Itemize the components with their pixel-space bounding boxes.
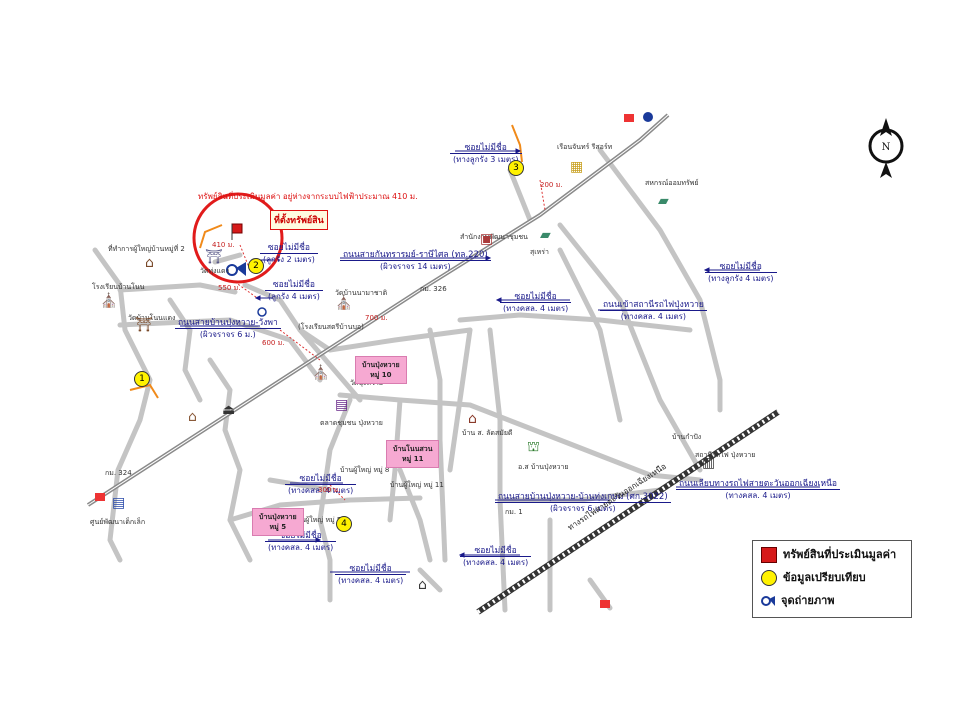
building-icon: ▰ <box>658 193 669 209</box>
property-flag-icon <box>231 223 243 234</box>
place-label: โรงเรียนบ้านโนน <box>92 283 145 291</box>
school-icon: ⛫ <box>527 439 540 455</box>
office-icon: ▣ <box>480 231 494 247</box>
distance-label: 200 ม. <box>540 181 563 189</box>
distance-label: 700 ม. <box>365 314 388 322</box>
road-label-6: ถนนสายบ้านปุ่งหวาย-วังพา(ผิวจราจร 6 ม.) <box>175 318 281 340</box>
road-label-5: ซอยไม่มีชื่อ(ทางลูกรัง 4 เมตร) <box>705 262 777 284</box>
road-label-2: ซอยไม่มีชื่อ(ลูกรัง 2 เมตร) <box>260 243 318 265</box>
legend-row: จุดถ่ายภาพ <box>761 593 835 609</box>
road-label-13: ซอยไม่มีชื่อ(ทางคสล. 4 เมตร) <box>460 546 532 568</box>
place-label: กม. 1 <box>505 508 523 516</box>
legend-row: ข้อมูลเปรียบเทียบ <box>761 570 866 586</box>
resort-icon: ▦ <box>570 159 584 175</box>
village-box: บ้านปุ่งหวายหมู่ 5 <box>252 508 304 536</box>
temple-icon: ⛩ <box>135 317 153 333</box>
road-label-9: ซอยไม่มีชื่อ(ทางคสล. 4 เมตร) <box>285 474 357 496</box>
village-box: บ้านปุ่งหวายหมู่ 10 <box>355 356 407 384</box>
market-icon: ▤ <box>335 397 349 413</box>
place-label: เรือนจันทร์ รีสอร์ท <box>557 143 613 151</box>
building-icon: ▰ <box>540 227 551 243</box>
road-label-7: ซอยไม่มีชื่อ(ทางคสล. 4 เมตร) <box>500 292 572 314</box>
route-3-path <box>511 124 523 163</box>
office-icon: ⏏ <box>222 402 236 418</box>
comparable-marker-2: 2 <box>248 258 264 274</box>
childcare-icon: ▤ <box>112 495 126 511</box>
road-label-3: ถนนสายกันทรารมย์-ราษีไศล (ทล.220)(ผิวจรา… <box>340 250 491 272</box>
place-label: วัดบ้านโนนแดง <box>128 314 176 322</box>
railway-line <box>476 409 780 615</box>
place-label: บ้าน ส. ลัดสมัยดี <box>462 429 513 437</box>
place-label: วัดบ้านนามาชาติ <box>335 289 388 297</box>
comparable-marker-1: 1 <box>134 371 150 387</box>
place-label: (โรงเรียนสตรีบ้านบอ) <box>298 323 364 331</box>
place-label: กม. 324 <box>105 469 132 477</box>
place-label: สถานีรถไฟ ปุ่งหวาย <box>695 451 756 459</box>
place-label: ตลาดชุมชน ปุ่งหวาย <box>320 419 383 427</box>
village-box: บ้านโนนสวนหมู่ 11 <box>386 440 440 468</box>
property-location-label: ที่ตั้งทรัพย์สิน <box>270 210 328 230</box>
road-label-12: ซอยไม่มีชื่อ(ทางคสล. 4 เมตร) <box>265 531 337 553</box>
route-marker-icons <box>95 112 653 608</box>
school-icon: ⛪ <box>335 295 353 311</box>
place-label: สหกรณ์ออมทรัพย์ <box>645 179 699 187</box>
place-label: กม. 326 <box>420 285 447 293</box>
house-icon: ⌂ <box>418 577 427 593</box>
distance-label: 410 ม. <box>212 241 235 249</box>
svg-text:N: N <box>882 142 891 153</box>
comparable-marker-4: 4 <box>336 516 352 532</box>
place-label: บ้านกำปัง <box>672 433 702 441</box>
road-label-14: ซอยไม่มีชื่อ(ทางคสล. 4 เมตร) <box>335 564 407 586</box>
house-icon: ⌂ <box>468 411 477 427</box>
place-label: บ้านผู้ใหญ่ หมู่ 8 <box>340 466 390 474</box>
station-icon: ▥ <box>702 455 716 471</box>
place-label: วัดทุ่งแดง <box>200 267 229 275</box>
camera-point-icon <box>761 594 775 608</box>
comparable-marker-3: 3 <box>508 160 524 176</box>
house-icon: ⌂ <box>145 255 154 271</box>
house-icon: ⌂ <box>188 409 197 425</box>
place-label: บ้านผู้ใหญ่ หมู่ 11 <box>390 481 444 489</box>
distance-label: 550 ม. <box>218 284 241 292</box>
school-icon: ⛪ <box>100 293 118 309</box>
yellow-circle-icon <box>761 570 777 586</box>
distance-label: 300 ม. <box>318 486 341 494</box>
place-label: บ้านผู้ใหญ่ หมู่ 5 <box>292 516 342 524</box>
road-label-10: ถนนสายบ้านปุ่งหวาย-บ้านทุ่งเกษม (ศก.3022… <box>495 492 671 514</box>
legend: ทรัพย์สินที่ประเมินมูลค่า ข้อมูลเปรียบเท… <box>752 540 912 618</box>
legend-row: ทรัพย์สินที่ประเมินมูลค่า <box>761 547 896 563</box>
red-square-icon <box>761 547 777 563</box>
distance-lines <box>234 179 546 501</box>
north-arrow-icon: N <box>862 118 910 180</box>
temple-icon: ⛩ <box>205 249 223 265</box>
photo-point-icon <box>226 262 246 276</box>
place-label: สุเหร่า <box>530 248 549 256</box>
road-label-11: ถนนเลียบทางรถไฟสายตะวันออกเฉียงเหนือ(ทาง… <box>676 479 841 501</box>
place-label: อ.ส บ้านปุ่งหวาย <box>518 463 569 471</box>
road-label-4: ซอยไม่มีชื่อ(ลูกรัง 4 เมตร) <box>265 280 323 302</box>
temple-icon: ⛪ <box>312 365 330 381</box>
distance-label: 600 ม. <box>262 339 285 347</box>
minor-roads <box>92 147 723 613</box>
place-label: ที่ทำการผู้ใหญ่บ้านหมู่ที่ 2 <box>108 245 185 253</box>
place-label: ศูนย์พัฒนาเด็กเล็ก <box>90 518 146 526</box>
place-label: สำนักงานพัฒนาชุมชน <box>460 233 528 241</box>
property-circle <box>192 192 284 284</box>
road-label-1: ซอยไม่มีชื่อ(ทางลูกรัง 3 เมตร) <box>450 143 522 165</box>
road-label-8: ถนนเข้าสถานีรถไฟปุ่งหวาย(ทางคสล. 4 เมตร) <box>600 300 707 322</box>
property-distance-note: ทรัพย์สินที่ประเมินมูลค่า อยู่ห่างจากระบ… <box>198 192 418 201</box>
